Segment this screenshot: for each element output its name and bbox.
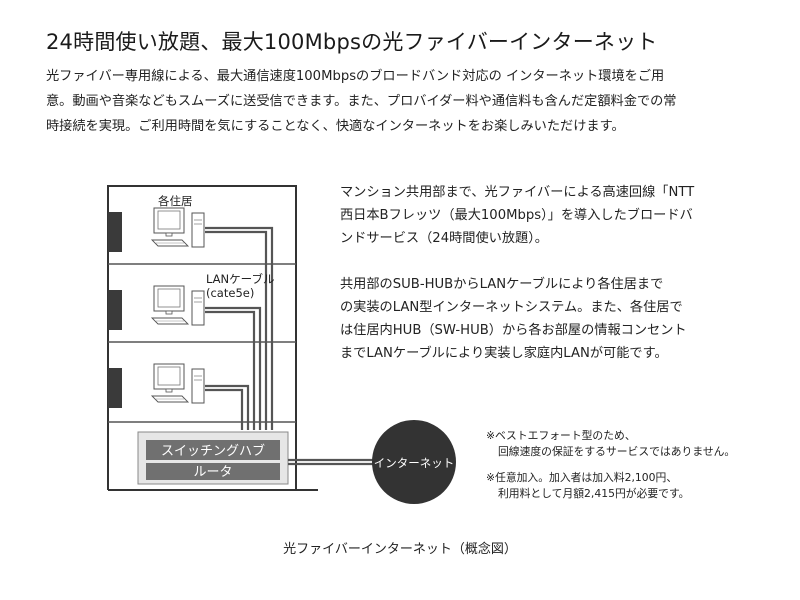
residence-label: 各住居	[158, 194, 193, 208]
description-line: 共用部のSUB-HUBからLANケーブルにより各住居まで	[340, 277, 664, 292]
notes: ※ベストエフォート型のため、 回線速度の保証をするサービスではありません。 ※任…	[486, 428, 786, 502]
description-line: マンション共用部まで、光ファイバーによる高速回線「NTT	[340, 185, 695, 200]
intro-text: 光ファイバー専用線による、最大通信速度100Mbpsのブロードバンド対応の イン…	[46, 64, 766, 139]
wall-block	[108, 212, 122, 252]
intro-line: 時接続を実現。ご利用時間を気にすることなく、快適なインターネットをお楽しみいただ…	[46, 119, 625, 134]
lan-cable	[205, 388, 244, 430]
switching-hub-box	[146, 440, 280, 460]
building	[107, 185, 297, 490]
lan-cable-label: LANケーブル	[206, 272, 274, 286]
internet-connection	[288, 458, 374, 466]
note-line: ※ベストエフォート型のため、	[486, 429, 636, 442]
internet-label: インターネット	[374, 456, 455, 470]
router-box	[146, 463, 280, 480]
description-line: までLANケーブルにより実装し家庭内LANが可能です。	[340, 346, 668, 361]
wall-block	[108, 290, 122, 330]
building-outline	[107, 185, 297, 490]
intro-line: 意。動画や音楽などもスムーズに送受信できます。また、プロバイダー料や通信料も含ん…	[46, 94, 677, 109]
description-text: マンション共用部まで、光ファイバーによる高速回線「NTT 西日本Bフレッツ（最大…	[340, 181, 770, 365]
lan-cable-category-label: (cate5e)	[206, 286, 254, 300]
note-line: ※任意加入。加入者は加入料2,100円、	[486, 471, 678, 484]
intro-line: 光ファイバー専用線による、最大通信速度100Mbpsのブロードバンド対応の イン…	[46, 69, 665, 84]
note-line: 回線速度の保証をするサービスではありません。	[498, 445, 736, 458]
internet-circle	[372, 420, 456, 504]
description-line: ンドサービス（24時間使い放題）。	[340, 231, 548, 246]
lan-cables	[205, 226, 274, 430]
computer-icon	[151, 207, 205, 248]
description-line: 西日本Bフレッツ（最大100Mbps）」を導入したブロードバ	[340, 208, 693, 223]
lan-cable	[205, 306, 262, 430]
description-line: の実装のLAN型インターネットシステム。また、各住居で	[340, 300, 683, 315]
description-spacer	[340, 250, 770, 273]
diagram-caption: 光ファイバーインターネット（概念図）	[283, 542, 517, 557]
description-line: は住居内HUB（SW-HUB）から各お部屋の情報コンセント	[340, 323, 687, 338]
computer-icon	[151, 285, 205, 326]
note-line: 利用料として月額2,415円が必要です。	[498, 487, 690, 500]
page-title: 24時間使い放題、最大100Mbpsの光ファイバーインターネット	[46, 30, 658, 54]
lan-cable	[205, 310, 256, 430]
lan-cable	[205, 226, 274, 430]
wall-block	[108, 368, 122, 408]
lan-cable	[205, 230, 268, 430]
computer-icon	[151, 363, 205, 404]
switching-hub-label: スイッチングハブ	[161, 443, 265, 459]
wall-blocks	[108, 212, 122, 408]
router-label: ルータ	[193, 465, 232, 480]
floor-lines	[108, 263, 296, 423]
lan-cable	[205, 384, 250, 430]
